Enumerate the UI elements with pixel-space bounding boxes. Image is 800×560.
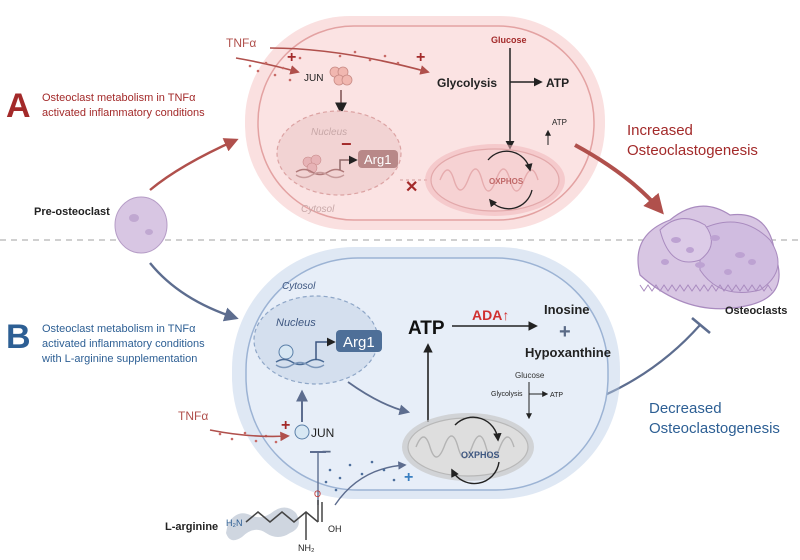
oxphos-b-cycle: [451, 416, 502, 485]
panel-b-caption-line1: Osteoclast metabolism in TNFα: [42, 323, 196, 335]
panel-a-cross-mark: ✕: [405, 179, 418, 196]
panel-b-caption-line3: with L-arginine supplementation: [41, 353, 197, 365]
panel-a-caption-line2: activated inflammatory conditions: [42, 107, 205, 119]
panel-a-plus-glycolysis: +: [416, 49, 425, 66]
panel-a-jun-label: JUN: [304, 73, 323, 84]
panel-b-caption-line2: activated inflammatory conditions: [42, 338, 205, 350]
panel-b-minus-jun: −: [322, 444, 331, 461]
l-arginine-label: L-arginine: [165, 521, 218, 533]
decreased-inhibition-line: [604, 324, 701, 397]
larg-to-mito-arrow: [334, 461, 407, 506]
increased-line1: Increased: [627, 122, 693, 139]
arg1-a-gene-box: [358, 150, 398, 168]
arg1-b-label: Arg1: [343, 334, 375, 351]
nucleus-a-label: Nucleus: [311, 127, 347, 138]
larg-particles: [324, 460, 396, 492]
panel-a-glucose-label: Glucose: [491, 35, 527, 45]
panel-a-atp-label: ATP: [546, 76, 569, 90]
panel-a-oxphos-label: OXPHOS: [489, 177, 524, 186]
panel-b-jun-label: JUN: [311, 426, 334, 440]
nucleus-to-mito-arrow: [347, 381, 411, 416]
dna-a-strand2: [295, 171, 345, 179]
nucleus-a: [276, 110, 402, 196]
pre-osteoclast-nucleus: [129, 214, 139, 222]
mitochondrion-b: [402, 413, 534, 481]
panel-b-atp-label: ATP: [408, 318, 445, 339]
increased-arrow: [574, 143, 664, 215]
panel-b-atp-small: ATP: [550, 392, 563, 399]
panel-b-plus-sign: +: [559, 321, 571, 343]
panel-a: A Osteoclast metabolism in TNFα activate…: [6, 16, 605, 230]
panel-b: B Osteoclast metabolism in TNFα activate…: [6, 247, 620, 553]
pre-osteoclast-to-b-arrow: [149, 262, 239, 322]
decreased-line2: Osteoclastogenesis: [649, 420, 780, 437]
panel-a-tnfa-label: TNFα: [226, 36, 256, 50]
panel-b-hypoxanthine-label: Hypoxanthine: [525, 345, 611, 360]
dna-a-strand1: [295, 168, 345, 176]
panel-a-caption-line1: Osteoclast metabolism in TNFα: [42, 92, 196, 104]
arg1-a-label: Arg1: [364, 152, 391, 167]
l-arginine-h2n: H₂N: [226, 518, 243, 528]
pre-osteoclast-to-a-arrow: [149, 138, 239, 191]
tnfa-a-particles: [248, 50, 400, 82]
tnfa-b-to-jun-arrow: [209, 429, 290, 442]
arg1-b-gene-box: [336, 330, 382, 352]
decreased-inhibition-bar: [691, 317, 711, 334]
panel-a-atp-small: ATP: [552, 118, 567, 127]
panel-b-plus-larg: +: [404, 469, 413, 486]
jun-protein-icon: [329, 66, 353, 86]
dna-b-strand2: [275, 361, 325, 369]
osteoclasts-cluster: [637, 205, 780, 310]
pre-osteoclast-group: Pre-osteoclast: [34, 138, 239, 322]
cytosol-a-label: Cytosol: [301, 204, 335, 215]
panel-b-inosine-label: Inosine: [544, 302, 590, 317]
osteoclasts-label: Osteoclasts: [725, 305, 787, 317]
panel-a-plus-jun: +: [287, 49, 296, 66]
panel-a-glycolysis-label: Glycolysis: [437, 76, 497, 90]
panel-b-glycolysis-label: Glycolysis: [491, 391, 523, 398]
l-arginine-nh2: NH₂: [298, 543, 315, 553]
arg1-b-promoter-arrow: [315, 337, 336, 360]
outcomes-group: Increased Osteoclastogenesis Osteoclasts…: [574, 122, 787, 437]
tnfa-to-glycolysis-arrow: [269, 47, 430, 75]
panel-b-plus-jun: +: [281, 417, 290, 434]
panel-b-ada-label: ADA↑: [472, 307, 509, 323]
tnfa-to-jun-arrow: [235, 57, 300, 75]
pre-osteoclast-cell: [114, 196, 168, 254]
decreased-line1: Decreased: [649, 400, 722, 417]
pre-osteoclast-label: Pre-osteoclast: [34, 206, 110, 218]
nucleus-b-label: Nucleus: [276, 317, 316, 329]
increased-line2: Osteoclastogenesis: [627, 142, 758, 159]
cytosol-b-label: Cytosol: [282, 281, 316, 292]
jun-b-icon: [294, 424, 310, 440]
panel-b-letter: B: [6, 318, 31, 356]
l-arginine-o: O: [314, 489, 321, 499]
l-arginine-oh: OH: [328, 524, 342, 534]
l-arginine-shadow: [226, 507, 299, 541]
panel-b-tnfa-label: TNFα: [178, 409, 208, 423]
panel-b-glucose-label: Glucose: [515, 371, 545, 380]
arg1-a-promoter-arrow: [339, 155, 358, 170]
mitochondrion-a: [425, 144, 565, 216]
jun-b-bound-icon: [278, 344, 294, 360]
pre-osteoclast-nucleus: [145, 229, 153, 235]
panel-a-letter: A: [6, 87, 31, 125]
tnfa-b-particles: [218, 431, 278, 444]
panel-b-oxphos-label: OXPHOS: [461, 450, 500, 460]
panel-a-minus: −: [341, 134, 352, 154]
oxphos-a-cycle: [487, 150, 533, 210]
